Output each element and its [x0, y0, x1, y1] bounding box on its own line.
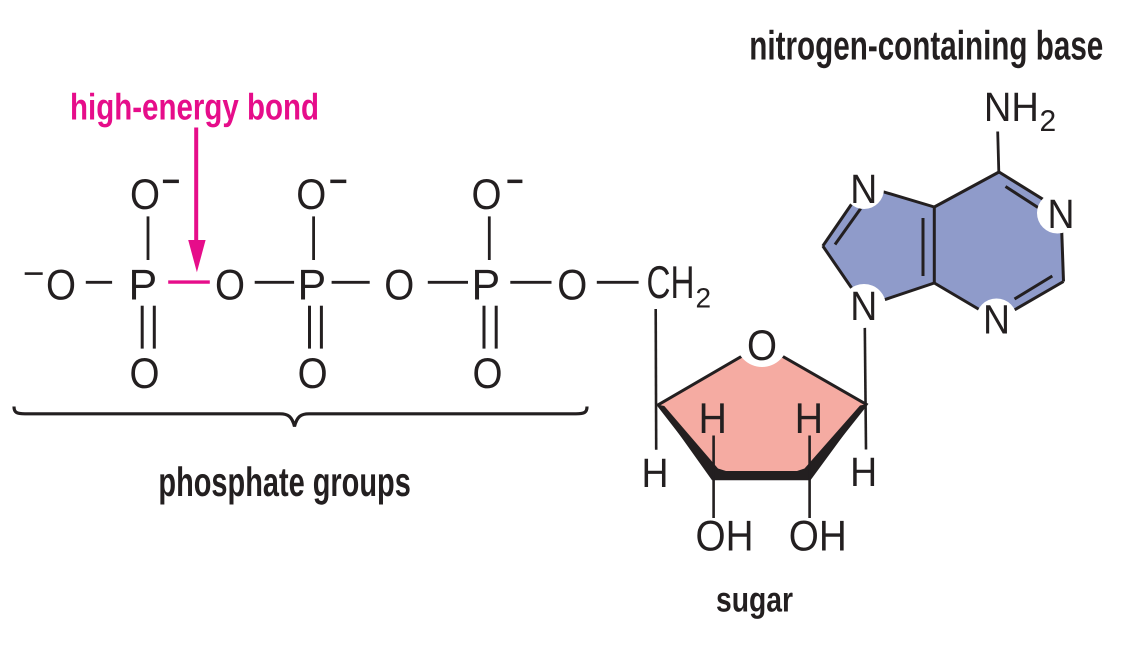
svg-text:P: P [297, 262, 326, 310]
svg-text:H: H [795, 395, 824, 443]
svg-text:nitrogen-containing base: nitrogen-containing base [749, 23, 1103, 69]
svg-text:sugar: sugar [716, 580, 793, 619]
svg-text:N: N [983, 296, 1010, 342]
svg-text:O: O [384, 262, 414, 310]
svg-text:N: N [850, 166, 877, 212]
svg-text:O: O [472, 171, 502, 219]
svg-text:O: O [557, 262, 587, 310]
svg-text:CH: CH [647, 256, 695, 308]
svg-text:NH: NH [984, 84, 1039, 130]
svg-text:O: O [46, 262, 76, 310]
svg-text:P: P [472, 262, 501, 310]
svg-text:H: H [850, 449, 877, 495]
svg-text:O: O [747, 322, 777, 370]
svg-text:H: H [642, 450, 669, 496]
svg-text:2: 2 [1040, 105, 1057, 138]
svg-text:N: N [1048, 191, 1075, 237]
svg-text:O: O [215, 262, 245, 310]
svg-text:phosphate groups: phosphate groups [158, 459, 410, 505]
svg-text:O: O [298, 350, 328, 398]
svg-text:2: 2 [696, 283, 712, 314]
svg-text:H: H [698, 395, 727, 443]
svg-text:O: O [130, 171, 160, 219]
svg-text:high-energy bond: high-energy bond [70, 87, 319, 128]
svg-text:P: P [128, 262, 157, 310]
svg-text:OH: OH [789, 513, 847, 561]
svg-text:N: N [850, 283, 877, 329]
svg-text:O: O [473, 350, 503, 398]
svg-text:O: O [296, 171, 326, 219]
svg-text:OH: OH [696, 513, 754, 561]
svg-text:O: O [130, 350, 160, 398]
